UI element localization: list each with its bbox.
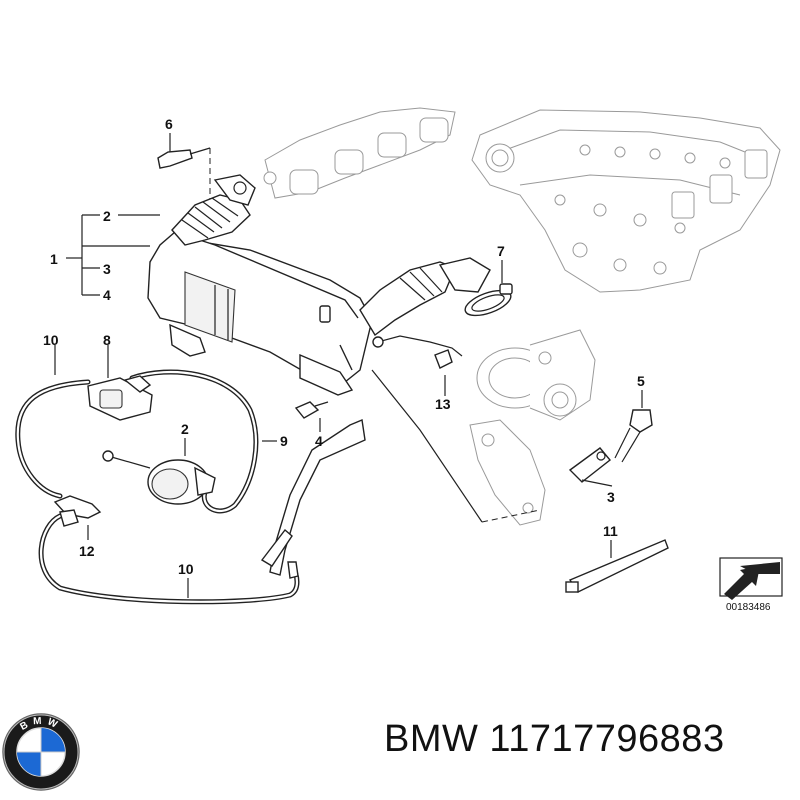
egr-cooler	[147, 231, 373, 396]
solenoid-valve-8	[87, 345, 153, 421]
vacuum-line-bundle	[260, 419, 366, 579]
callout-3b: 3	[607, 489, 615, 505]
callout-13: 13	[435, 396, 451, 412]
bolt-4	[294, 401, 329, 432]
callout-11: 11	[603, 523, 618, 539]
bolt-5	[614, 390, 653, 463]
temperature-sensor-13	[372, 335, 463, 396]
callout-6: 6	[165, 116, 173, 132]
callout-4a: 4	[103, 287, 111, 303]
egr-outlet-pipe	[359, 257, 491, 337]
callout-2a: 2	[103, 208, 111, 224]
diagram-reference-plate	[719, 557, 783, 600]
mounting-bracket	[371, 369, 613, 526]
part-caption: BMW 11717796883	[384, 718, 725, 760]
callout-leaders-group-1	[66, 214, 160, 296]
egr-valve-housing	[476, 329, 596, 421]
callout-5: 5	[637, 373, 645, 389]
callout-3a: 3	[103, 261, 111, 277]
callout-10a: 10	[43, 332, 59, 348]
callout-2b: 2	[181, 421, 189, 437]
vacuum-actuator-2	[102, 438, 216, 505]
bolt-6	[157, 133, 211, 200]
bmw-logo: BMW	[2, 713, 80, 791]
exhaust-manifold-outline	[263, 107, 456, 199]
callout-12: 12	[79, 543, 95, 559]
hose-clamp-7	[464, 260, 513, 317]
cable-tie-11	[565, 539, 669, 593]
hose-connector-12	[53, 495, 102, 540]
vacuum-hoses	[15, 345, 300, 605]
callout-9: 9	[280, 433, 288, 449]
engine-head-outline	[471, 109, 781, 293]
callout-4b: 4	[315, 433, 323, 449]
diagram-number: 00183486	[726, 602, 771, 613]
callout-8: 8	[103, 332, 111, 348]
flex-hose	[171, 174, 256, 246]
callout-7: 7	[497, 243, 505, 259]
callout-10b: 10	[178, 561, 194, 577]
callout-1: 1	[50, 251, 58, 267]
